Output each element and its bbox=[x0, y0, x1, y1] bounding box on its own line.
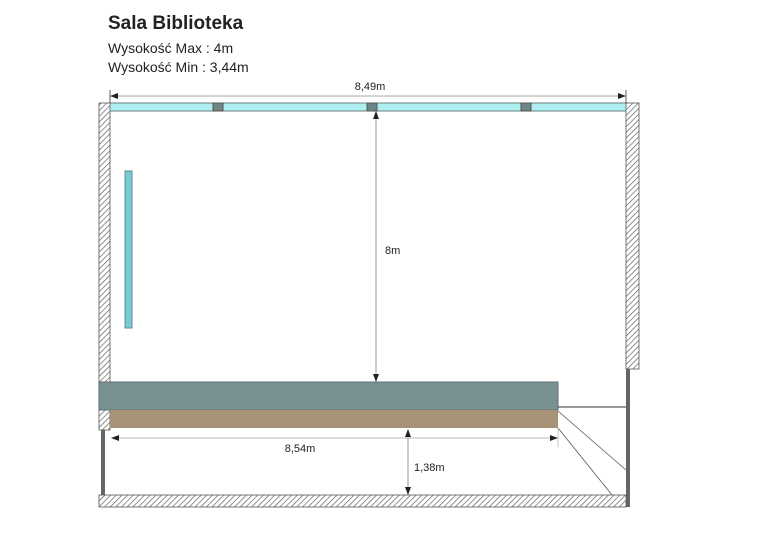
height-min-label: Wysokość Min : 3,44m bbox=[108, 59, 249, 75]
left-wall-lower bbox=[98, 409, 111, 431]
top-width-label: 8,49m bbox=[355, 81, 386, 93]
height-max-label: Wysokość Max : 4m bbox=[108, 40, 234, 56]
stage-base bbox=[110, 410, 558, 428]
window-mullion bbox=[520, 102, 532, 112]
left-wall-post bbox=[101, 430, 105, 496]
stage-width-label: 8,54m bbox=[285, 443, 316, 455]
floor-wall bbox=[98, 494, 627, 508]
window-mullion bbox=[366, 102, 378, 112]
left-wall bbox=[98, 102, 111, 384]
ramp-line bbox=[557, 427, 613, 496]
room-title: Sala Biblioteka bbox=[108, 13, 244, 34]
ramp-line bbox=[557, 410, 627, 471]
right-wall-post bbox=[626, 369, 630, 507]
gap-label: 1,38m bbox=[414, 462, 445, 474]
glass-panel bbox=[124, 170, 133, 329]
window-mullion bbox=[212, 102, 224, 112]
stage-top bbox=[98, 381, 559, 411]
depth-label: 8m bbox=[385, 245, 400, 257]
right-wall bbox=[625, 102, 640, 370]
